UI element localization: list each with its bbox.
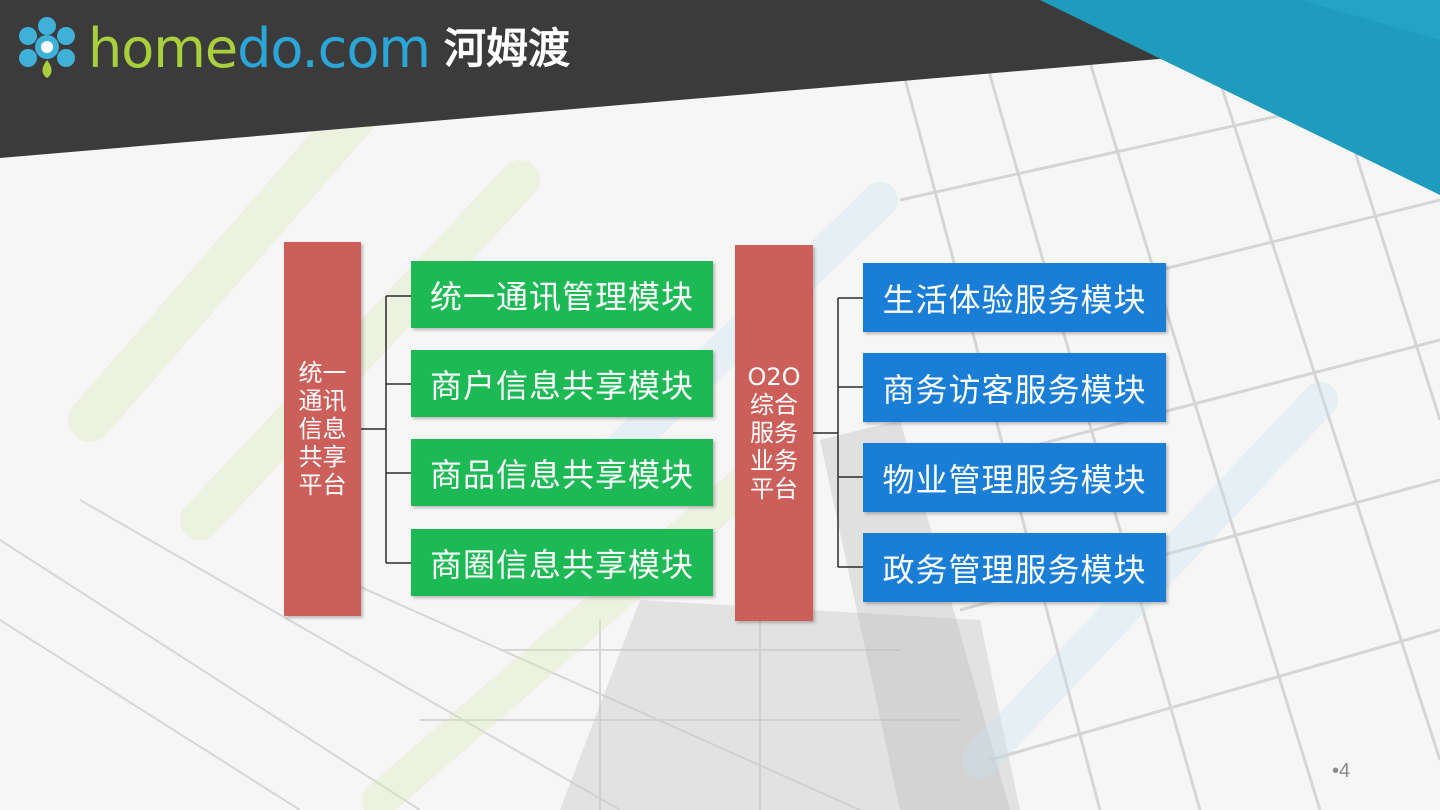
- right-module-4-label: 政务管理服务模块: [882, 550, 1147, 589]
- left-module-1-label: 统一通讯管理模块: [429, 277, 694, 316]
- brand-name: homedo.com: [88, 22, 431, 76]
- page-number: •4: [1332, 760, 1351, 782]
- right-platform-box: O2O综合服务业务平台: [735, 245, 813, 621]
- left-module-3-label: 商品信息共享模块: [429, 455, 694, 494]
- flower-logo-icon: [19, 17, 75, 78]
- right-module-3: 物业管理服务模块: [863, 443, 1166, 512]
- brand-name-part1: home: [88, 17, 238, 80]
- right-module-4: 政务管理服务模块: [863, 533, 1166, 602]
- left-module-4-label: 商圈信息共享模块: [429, 545, 694, 584]
- right-module-3-label: 物业管理服务模块: [882, 460, 1147, 499]
- right-module-2-label: 商务访客服务模块: [882, 370, 1147, 409]
- homedo-logo: homedo.com 河姆渡: [14, 14, 570, 84]
- right-module-2: 商务访客服务模块: [863, 353, 1166, 422]
- left-platform-box: 统一通讯信息共享平台: [284, 242, 361, 616]
- left-module-2: 商户信息共享模块: [411, 350, 713, 417]
- brand-name-part3: .com: [301, 17, 430, 80]
- left-module-2-label: 商户信息共享模块: [429, 366, 694, 405]
- right-platform-label: O2O综合服务业务平台: [747, 363, 801, 503]
- left-module-1: 统一通讯管理模块: [411, 261, 713, 328]
- right-module-1-label: 生活体验服务模块: [882, 280, 1147, 319]
- right-module-1: 生活体验服务模块: [863, 263, 1166, 332]
- left-module-4: 商圈信息共享模块: [411, 529, 713, 596]
- brand-name-part2: do: [237, 17, 302, 80]
- brand-name-cn: 河姆渡: [443, 24, 570, 73]
- left-platform-label: 统一通讯信息共享平台: [298, 359, 347, 499]
- left-module-3: 商品信息共享模块: [411, 439, 713, 506]
